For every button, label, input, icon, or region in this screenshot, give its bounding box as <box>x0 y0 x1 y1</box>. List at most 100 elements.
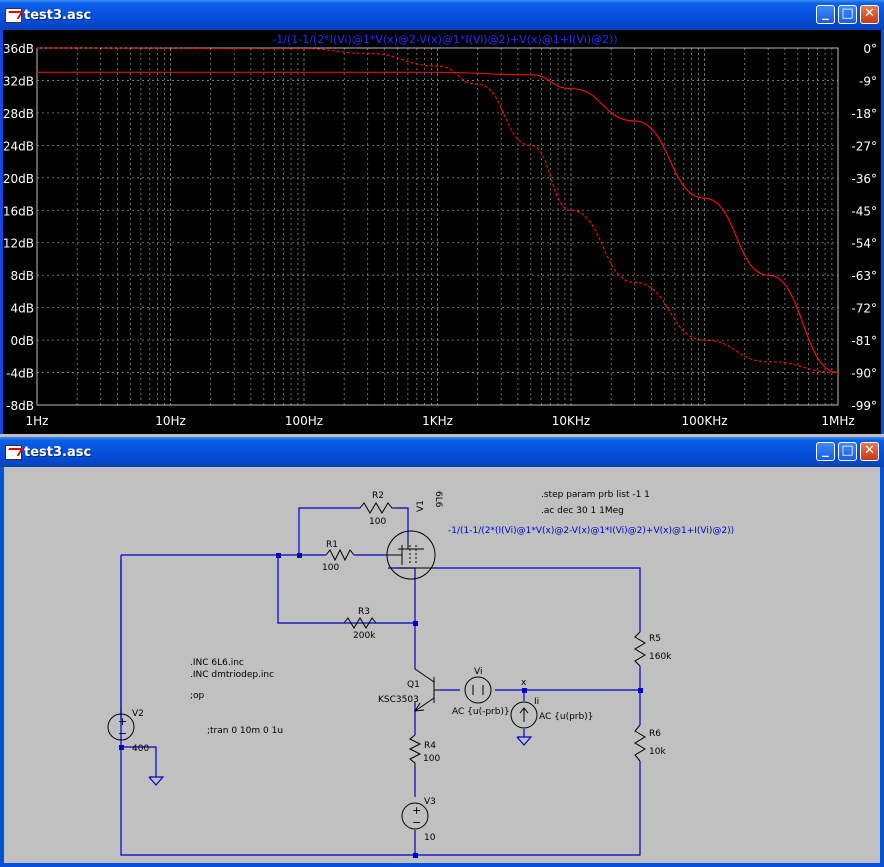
r5-value: 160k <box>649 652 672 662</box>
y-left-tick-label: 36dB <box>3 42 34 56</box>
r6-name: R6 <box>649 729 661 739</box>
wires[interactable] <box>120 507 641 856</box>
y-left-tick-label: 32dB <box>3 74 34 88</box>
x-tick-label: 1MHz <box>821 414 854 428</box>
y-axis-left: 36dB32dB28dB24dB20dB16dB12dB8dB4dB0dB-4d… <box>3 42 34 413</box>
v2-name: V2 <box>132 709 144 719</box>
resistor-r4[interactable] <box>408 734 422 767</box>
v2-value: 400 <box>132 744 149 754</box>
r5-name: R5 <box>649 634 661 644</box>
step-directive: .step param prb list -1 1 <box>541 490 650 500</box>
y-axis-right: 0°-9°-18°-27°-36°-45°-54°-63°-72°-81°-90… <box>851 42 877 413</box>
y-right-tick-label: -18° <box>851 107 877 121</box>
y-left-tick-label: 28dB <box>3 107 34 121</box>
plot-grid <box>36 47 839 406</box>
x-tick-label: 10KHz <box>552 414 590 428</box>
tube-v1[interactable] <box>386 530 436 580</box>
plot-frame <box>36 47 839 406</box>
v3-value: 10 <box>424 833 436 843</box>
schematic-app-icon <box>5 445 22 460</box>
r4-name: R4 <box>424 741 436 751</box>
traces <box>36 47 839 374</box>
schematic-window-title: test3.asc <box>24 445 92 460</box>
y-left-tick-label: 16dB <box>3 204 34 218</box>
magnitude-trace <box>37 71 839 374</box>
transistor-q1[interactable] <box>414 668 441 712</box>
svg-text:−: − <box>412 816 421 829</box>
v1-model: 6L6 <box>433 491 443 508</box>
y-left-tick-label: 4dB <box>11 302 34 316</box>
y-left-tick-label: 12dB <box>3 237 34 251</box>
plot-titlebar[interactable]: test3.asc _ □ ✕ <box>0 0 884 30</box>
y-right-tick-label: -9° <box>859 74 877 88</box>
y-left-tick-label: 8dB <box>11 269 34 283</box>
r1-value: 100 <box>322 563 339 573</box>
r1-name: R1 <box>326 540 338 550</box>
q1-name: Q1 <box>407 680 420 690</box>
plot-window: test3.asc _ □ ✕ -1/(1-1/(2*I(Vi)@1*V(x)@… <box>0 0 884 434</box>
close-button[interactable]: ✕ <box>860 442 879 461</box>
q1-model: KSC3503 <box>378 695 419 705</box>
vi-value: AC {u(-prb)} <box>452 707 510 717</box>
ii-value: AC {u(prb)} <box>539 712 593 722</box>
inc-6l6-directive: .INC 6L6.inc <box>190 658 244 668</box>
resistor-r1[interactable] <box>325 548 355 562</box>
x-tick-label: 1Hz <box>26 414 49 428</box>
y-right-tick-label: -72° <box>851 302 877 316</box>
x-tick-label: 1KHz <box>422 414 453 428</box>
x-tick-label: 100Hz <box>285 414 323 428</box>
svg-text:−: − <box>118 727 127 740</box>
x-axis: 1Hz 10Hz 100Hz 1KHz 10KHz 100KHz 1MHz <box>26 414 855 428</box>
resistor-r3[interactable] <box>343 617 377 629</box>
v1-name: V1 <box>416 500 426 512</box>
r2-name: R2 <box>372 491 384 501</box>
voltage-source-vi[interactable] <box>464 676 492 704</box>
r2-value: 100 <box>369 517 386 527</box>
resistor-r6[interactable] <box>634 724 646 762</box>
schematic-canvas[interactable]: + − + − <box>4 467 880 863</box>
vi-name: Vi <box>474 667 482 677</box>
voltage-source-v3[interactable]: + − <box>401 802 429 830</box>
y-left-tick-label: 20dB <box>3 172 34 186</box>
y-right-tick-label: -45° <box>851 204 877 218</box>
minimize-button[interactable]: _ <box>816 5 835 24</box>
y-right-tick-label: -99° <box>851 399 877 413</box>
schematic-drawing[interactable]: + − + − <box>4 467 880 863</box>
current-source-ii[interactable] <box>510 701 538 729</box>
svg-text:+: + <box>412 804 421 817</box>
trace-expression[interactable]: -1/(1-1/(2*I(Vi)@1*V(x)@2-V(x)@1*I(Vi)@2… <box>272 33 617 46</box>
svg-text:+: + <box>118 715 127 728</box>
plot-window-title: test3.asc <box>24 8 92 23</box>
resistor-r5[interactable] <box>634 631 646 667</box>
r4-value: 100 <box>423 754 440 764</box>
phase-trace <box>36 47 839 374</box>
op-comment: ;op <box>190 691 205 701</box>
resistor-r2[interactable] <box>359 502 395 514</box>
y-right-tick-label: -81° <box>851 334 877 348</box>
junction-dots <box>119 553 643 858</box>
r6-value: 10k <box>649 747 666 757</box>
bode-plot[interactable]: -1/(1-1/(2*I(Vi)@1*V(x)@2-V(x)@1*I(Vi)@2… <box>3 30 881 434</box>
y-right-tick-label: -54° <box>851 237 877 251</box>
v3-name: V3 <box>424 797 436 807</box>
tran-comment: ;tran 0 10m 0 1u <box>207 726 283 736</box>
y-right-tick-label: -63° <box>851 269 877 283</box>
inc-dmtriodep-directive: .INC dmtriodep.inc <box>190 670 274 680</box>
measure-expression: -1/(1-1/(2*(I(Vi)@1*V(x)@2-V(x)@1*I(Vi)@… <box>448 526 734 536</box>
y-left-tick-label: -8dB <box>6 399 34 413</box>
y-left-tick-label: 24dB <box>3 139 34 153</box>
ac-directive: .ac dec 30 1 1Meg <box>541 506 624 516</box>
schematic-window: test3.asc _ □ ✕ <box>0 437 884 867</box>
schematic-titlebar[interactable]: test3.asc _ □ ✕ <box>0 437 884 467</box>
minimize-button[interactable]: _ <box>816 442 835 461</box>
close-button[interactable]: ✕ <box>860 5 879 24</box>
y-right-tick-label: -27° <box>851 139 877 153</box>
maximize-button[interactable]: □ <box>838 442 857 461</box>
maximize-button[interactable]: □ <box>838 5 857 24</box>
r3-name: R3 <box>358 607 370 617</box>
x-tick-label: 100KHz <box>681 414 727 428</box>
x-tick-label: 10Hz <box>155 414 186 428</box>
y-left-tick-label: 0dB <box>11 334 34 348</box>
voltage-source-v2[interactable]: + − <box>107 713 135 741</box>
ground-symbol <box>148 736 533 786</box>
